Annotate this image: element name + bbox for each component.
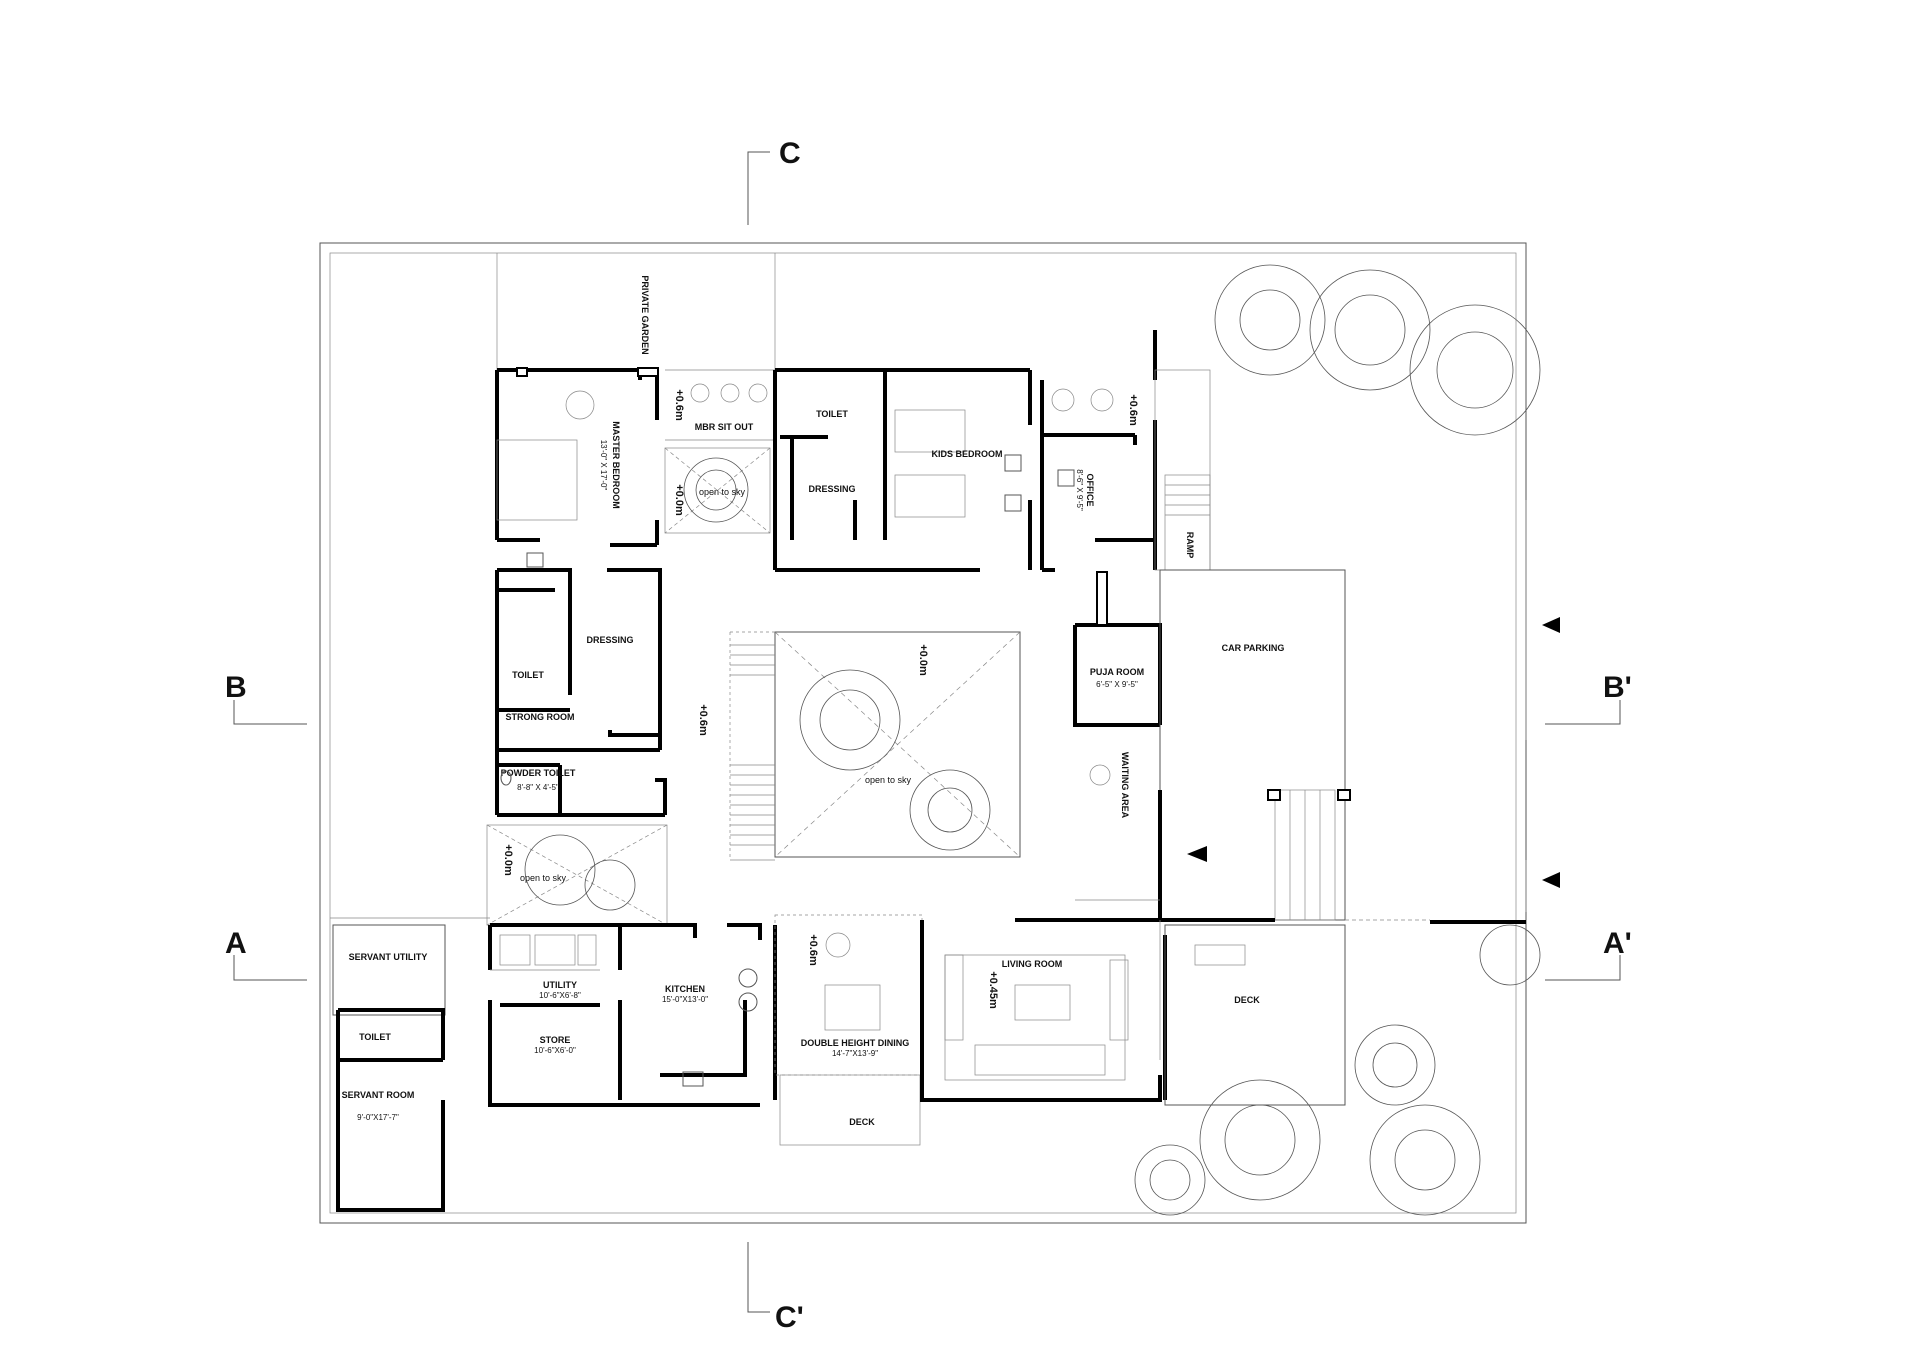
toilet-master-label: TOILET <box>512 670 544 680</box>
section-marker-b-left <box>233 700 307 725</box>
section-marker-b-right <box>1545 700 1621 725</box>
level-corridor: +0.6m <box>697 704 709 736</box>
section-marker-c-top <box>747 151 770 225</box>
strong-room-label: STRONG ROOM <box>506 712 575 722</box>
store-label: STORE <box>540 1035 571 1045</box>
level-court: +0.0m <box>917 644 929 676</box>
level-living: +0.45m <box>987 971 999 1009</box>
level-open-left: +0.0m <box>502 844 514 876</box>
open-to-sky-top-label: open to sky <box>699 487 746 497</box>
entry-arrow-icon <box>1187 846 1207 862</box>
level-office: +0.6m <box>1127 394 1139 426</box>
double-height-dining-label: DOUBLE HEIGHT DINING <box>801 1038 910 1048</box>
utility-label: UTILITY <box>543 980 577 990</box>
dressing-master-label: DRESSING <box>586 635 633 645</box>
inner-boundary <box>329 252 1517 1214</box>
mbr-sit-out-label: MBR SIT OUT <box>695 422 754 432</box>
private-garden-label: PRIVATE GARDEN <box>640 275 650 354</box>
office-dim: 8'-6" X 9'-5" <box>1075 469 1084 511</box>
section-label-a-left: A <box>225 927 247 960</box>
deck-right-label: DECK <box>1234 995 1260 1005</box>
mbr-sit-out <box>665 369 775 441</box>
level-open-top: +0.0m <box>673 484 685 516</box>
puja-room-label: PUJA ROOM <box>1090 667 1144 677</box>
kitchen-label: KITCHEN <box>665 984 705 994</box>
court-steps <box>730 644 775 846</box>
toilet-top-label: TOILET <box>816 409 848 419</box>
living-room-label: LIVING ROOM <box>1002 959 1063 969</box>
section-label-b-left: B <box>225 671 247 704</box>
section-marker-a-right <box>1545 955 1621 981</box>
deck-bottom-label: DECK <box>849 1117 875 1127</box>
ramp-label: RAMP <box>1185 532 1195 559</box>
servant-room-dim: 9'-0"X17'-7" <box>357 1113 399 1122</box>
section-label-a-right: A' <box>1603 927 1632 960</box>
open-to-sky-left-label: open to sky <box>520 873 567 883</box>
waiting-area-label: WAITING AREA <box>1120 752 1130 819</box>
section-marker-a-left <box>233 955 307 981</box>
section-label-c-bottom: C' <box>775 1301 804 1334</box>
open-to-sky-court-label: open to sky <box>865 775 912 785</box>
section-label-b-right: B' <box>1603 671 1632 704</box>
service-walls <box>488 923 762 1107</box>
powder-toilet-dim: 8'-8" X 4'-5" <box>517 783 559 792</box>
dressing-top-label: DRESSING <box>808 484 855 494</box>
level-dining: +0.6m <box>807 934 819 966</box>
entry-arrow-icon <box>1542 617 1560 633</box>
master-bedroom-dim: 13'-0" X 17'-0" <box>599 440 608 491</box>
office-label: OFFICE <box>1085 474 1095 507</box>
toilet-servant-label: TOILET <box>359 1032 391 1042</box>
dining-dim: 14'-7"X13'-9" <box>832 1049 878 1058</box>
utility-dim: 10'-6"X6'-8" <box>539 991 581 1000</box>
car-parking-label: CAR PARKING <box>1222 643 1285 653</box>
powder-toilet-label: POWDER TOILET <box>501 768 576 778</box>
servant-room-label: SERVANT ROOM <box>342 1090 415 1100</box>
open-to-sky-top <box>664 447 771 534</box>
level-sitout: +0.6m <box>673 389 685 421</box>
kitchen-dim: 15'-0"X13'-0" <box>662 995 708 1004</box>
central-courtyard <box>729 631 1021 861</box>
section-label-c-top: C <box>779 137 801 170</box>
store-dim: 10'-6"X6'-0" <box>534 1046 576 1055</box>
servant-block <box>332 924 446 1212</box>
puja-room-dim: 6'-5" X 9'-5" <box>1096 680 1138 689</box>
section-marker-c-bottom <box>747 1242 770 1313</box>
servant-utility-label: SERVANT UTILITY <box>349 952 428 962</box>
landscape-trees <box>1134 264 1541 1216</box>
entry-arrow-icon <box>1542 872 1560 888</box>
master-suite-walls <box>495 568 667 817</box>
master-bedroom-label: MASTER BEDROOM <box>611 421 621 509</box>
kids-bedroom-label: KIDS BEDROOM <box>931 449 1002 459</box>
